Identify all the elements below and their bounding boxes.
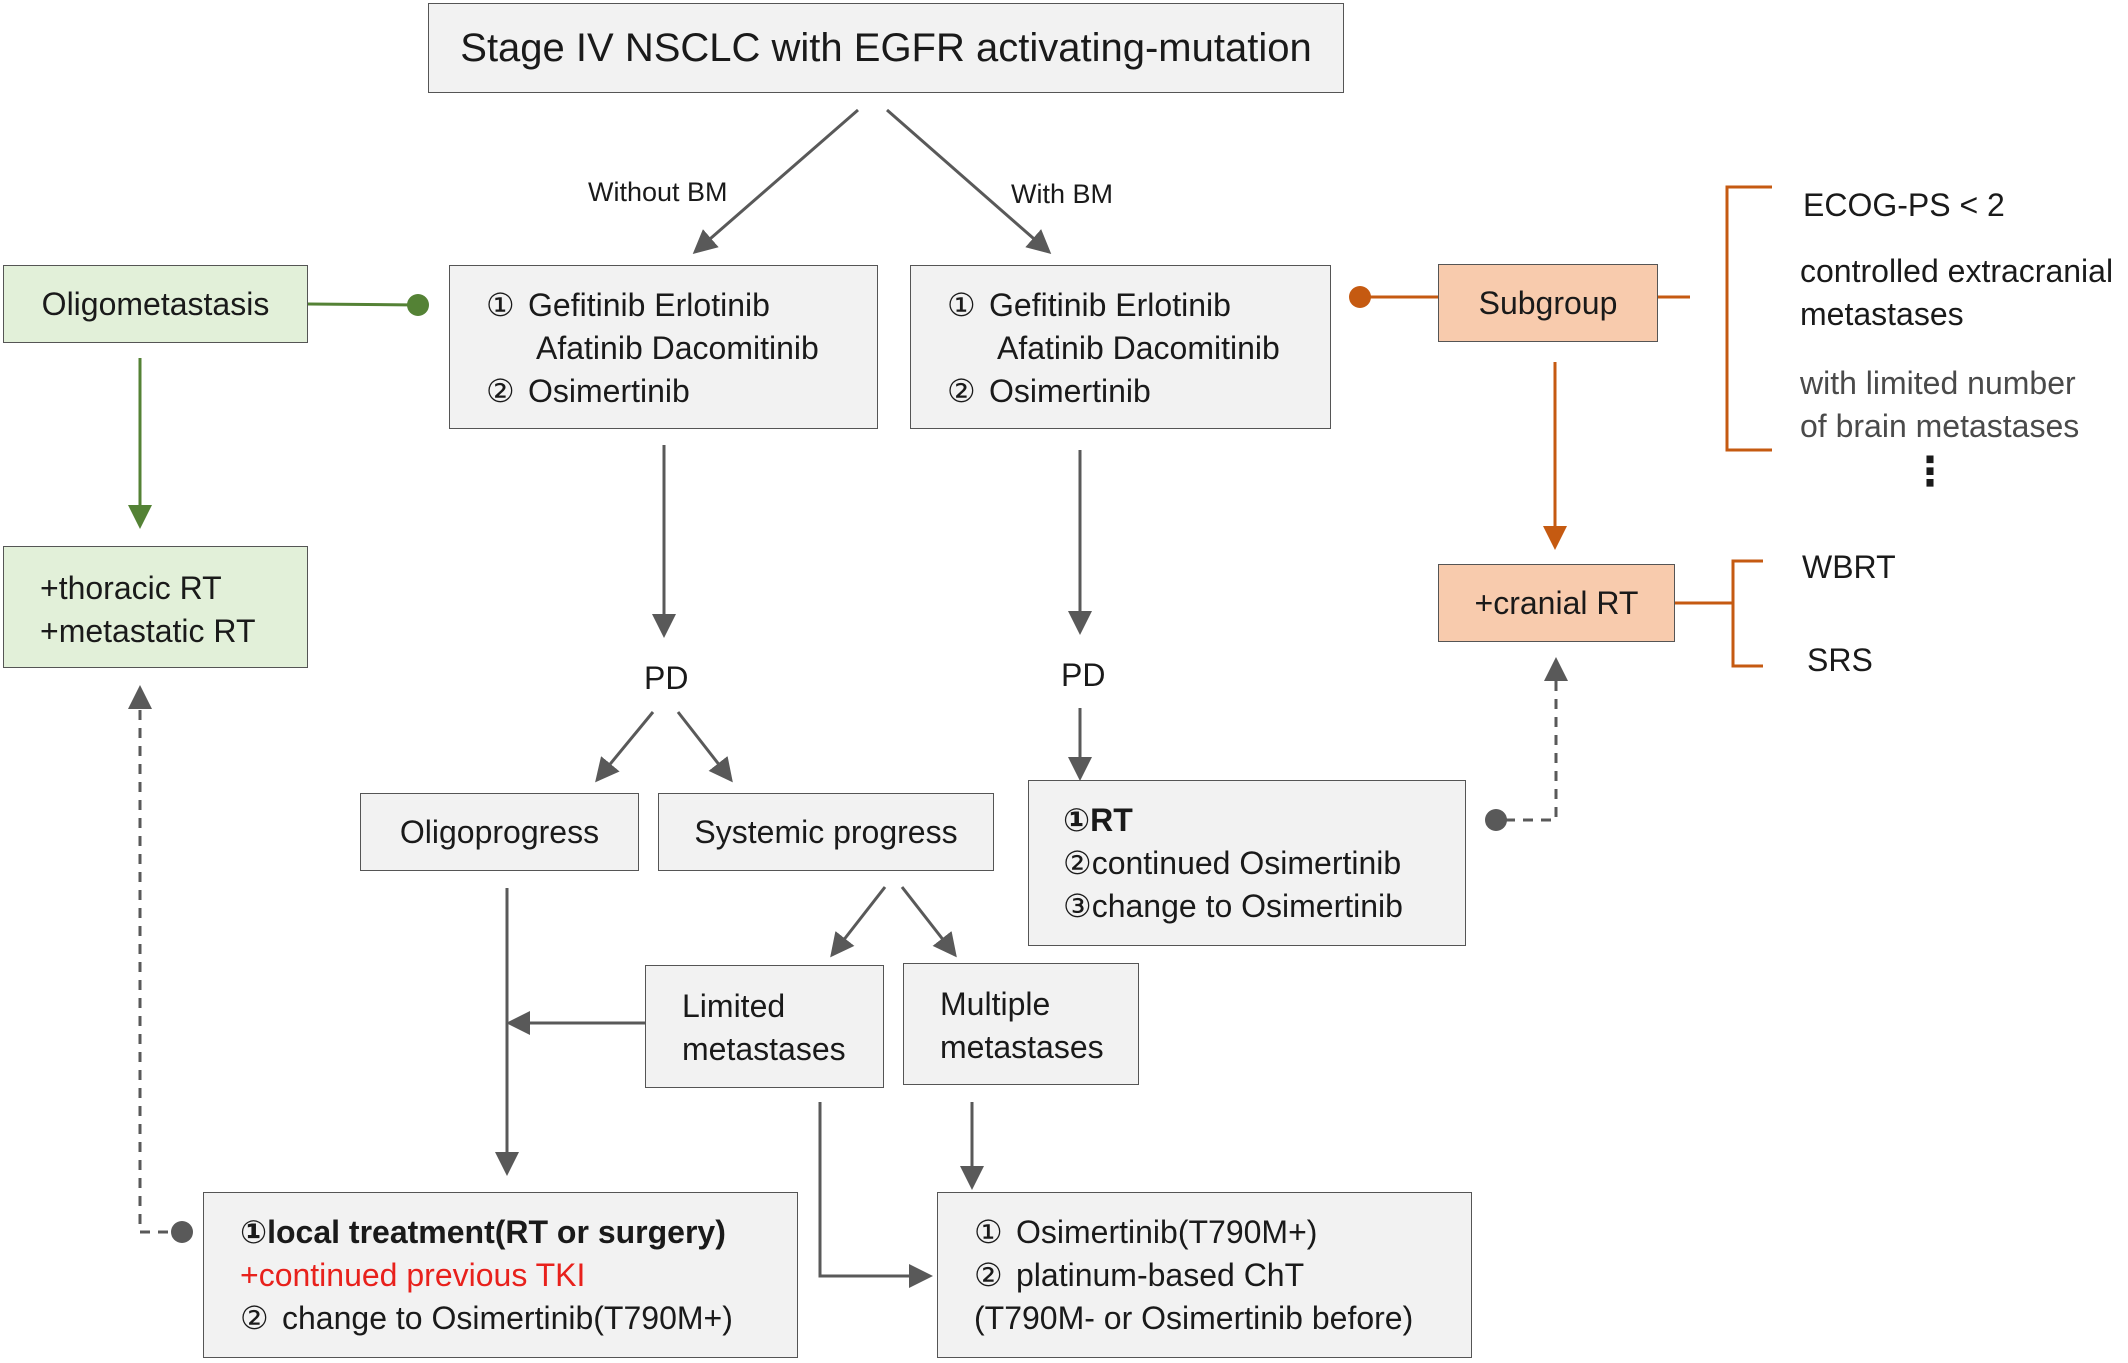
- thoracic-rt-text: +thoracic RT: [40, 570, 222, 606]
- green-connector-oligometastasis: [307, 302, 419, 307]
- subgroup-label: Subgroup: [1478, 284, 1618, 321]
- multiple-metastases-box: Multiple metastases: [903, 963, 1139, 1085]
- pd-left-label: PD: [644, 660, 689, 696]
- local-line3: ② change to Osimertinib(T790M+): [240, 1297, 797, 1340]
- circled-number: ①: [486, 287, 515, 323]
- drug-names: Osimertinib: [989, 373, 1151, 409]
- drug-names: Gefitinib Erlotinib: [989, 287, 1231, 323]
- cranial-bracket: [1731, 559, 1763, 668]
- limited-metastases-box: Limited metastases: [645, 965, 884, 1088]
- edge-label-without-bm: Without BM: [588, 177, 728, 207]
- arrow-pd-to-oligoprogress: [595, 711, 655, 783]
- pd-right-label: PD: [1061, 657, 1106, 693]
- criterion-brain-line2: of brain metastases: [1800, 408, 2080, 444]
- limited-line1: Limited: [682, 988, 786, 1024]
- oligometastasis-box: Oligometastasis: [3, 265, 308, 343]
- local-treatment-box: ①local treatment(RT or surgery) +continu…: [203, 1192, 798, 1358]
- circled-number: ②: [947, 373, 976, 409]
- continued-osimertinib-text: continued Osimertinib: [1091, 845, 1402, 881]
- local-treatment-text: local treatment(RT or surgery): [267, 1214, 726, 1250]
- arrow-title-to-with-bm: [886, 108, 1052, 254]
- diagram-title: Stage IV NSCLC with EGFR activating-muta…: [460, 25, 1312, 70]
- systemic-line3: (T790M- or Osimertinib before): [974, 1300, 1414, 1336]
- connector-dot-bm-rt: [1485, 809, 1507, 831]
- systemic-line1: ① Osimertinib(T790M+): [974, 1211, 1471, 1254]
- multiple-line1: Multiple: [940, 986, 1051, 1022]
- tki-left-line3: ② Osimertinib: [486, 370, 877, 413]
- oligoprogress-label: Oligoprogress: [399, 813, 600, 850]
- circled-number: ②: [974, 1257, 1003, 1293]
- criterion-brain-line1: with limited number: [1800, 365, 2076, 401]
- connector-dot-local: [171, 1221, 193, 1243]
- osimertinib-text: Osimertinib(T790M+): [1016, 1214, 1318, 1250]
- option-srs: SRS: [1807, 642, 1873, 678]
- arrow-systemic-to-limited: [830, 886, 887, 958]
- dashed-arrow-local-to-oligo-rt: [128, 685, 168, 1234]
- circled-number: ②: [240, 1300, 269, 1336]
- tki-without-bm-box: ① Gefitinib Erlotinib Afatinib Dacomitini…: [449, 265, 878, 429]
- circled-number: ①: [974, 1214, 1003, 1250]
- oligoprogress-box: Oligoprogress: [360, 793, 639, 871]
- tki-right-line2: Afatinib Dacomitinib: [997, 330, 1280, 366]
- circled-number: ①: [240, 1214, 268, 1250]
- bm-line3: ③change to Osimertinib: [1063, 885, 1465, 928]
- arrow-title-to-without-bm: [692, 108, 859, 254]
- local-line2: +continued previous TKI: [240, 1257, 586, 1293]
- oligo-rt-box: +thoracic RT +metastatic RT: [3, 546, 308, 668]
- bm-line1: ①RT: [1063, 799, 1465, 842]
- bm-treatment-box: ①RT ②continued Osimertinib ③change to Os…: [1028, 780, 1466, 946]
- dashed-arrow-bm-rt-to-cranial-rt: [1505, 657, 1568, 822]
- cranial-rt-label: +cranial RT: [1474, 584, 1639, 621]
- green-connector-dot: [407, 294, 429, 316]
- systemic-progress-label: Systemic progress: [694, 813, 958, 850]
- tki-right-line1: ① Gefitinib Erlotinib: [947, 284, 1330, 327]
- systemic-progress-box: Systemic progress: [658, 793, 994, 871]
- criterion-ecog: ECOG-PS < 2: [1803, 187, 2005, 223]
- limited-line2: metastases: [682, 1031, 846, 1067]
- local-line1: ①local treatment(RT or surgery): [240, 1211, 797, 1254]
- bm-line2: ②continued Osimertinib: [1063, 842, 1465, 885]
- drug-names: Gefitinib Erlotinib: [528, 287, 770, 323]
- oligometastasis-label: Oligometastasis: [41, 285, 270, 322]
- option-wbrt: WBRT: [1802, 549, 1896, 585]
- cranial-rt-box: +cranial RT: [1438, 564, 1675, 642]
- drug-names: Osimertinib: [528, 373, 690, 409]
- circled-number: ③: [1063, 888, 1092, 924]
- orange-connector-dot: [1349, 286, 1371, 308]
- circled-number: ②: [1063, 845, 1092, 881]
- circled-number: ①: [1063, 802, 1091, 838]
- metastatic-rt-text: +metastatic RT: [40, 613, 256, 649]
- change-osimertinib-text: change to Osimertinib: [1091, 888, 1403, 924]
- systemic-line2: ② platinum-based ChT: [974, 1254, 1471, 1297]
- subgroup-bracket: [1725, 185, 1772, 452]
- multiple-line2: metastases: [940, 1029, 1104, 1065]
- circled-number: ①: [947, 287, 976, 323]
- criterion-extracranial-line2: metastases: [1800, 296, 1964, 332]
- systemic-treatment-box: ① Osimertinib(T790M+) ② platinum-based ChT…: [937, 1192, 1472, 1358]
- title-box: Stage IV NSCLC with EGFR activating-muta…: [428, 3, 1344, 93]
- change-osimertinib-text: change to Osimertinib(T790M+): [282, 1300, 733, 1336]
- cht-text: platinum-based ChT: [1016, 1257, 1305, 1293]
- rt-text: RT: [1090, 802, 1133, 838]
- tki-left-line1: ① Gefitinib Erlotinib: [486, 284, 877, 327]
- subgroup-box: Subgroup: [1438, 264, 1658, 342]
- more-criteria-ellipsis: ⋮: [1910, 450, 1950, 494]
- arrow-systemic-to-multiple: [900, 886, 957, 958]
- arrow-limited-to-systemic-treatment: [818, 1102, 933, 1288]
- tki-with-bm-box: ① Gefitinib Erlotinib Afatinib Dacomitini…: [910, 265, 1331, 429]
- edge-label-with-bm: With BM: [1011, 179, 1114, 209]
- tki-right-line3: ② Osimertinib: [947, 370, 1330, 413]
- circled-number: ②: [486, 373, 515, 409]
- criterion-extracranial-line1: controlled extracranial: [1800, 253, 2114, 289]
- arrow-pd-to-systemic: [676, 711, 733, 783]
- tki-left-line2: Afatinib Dacomitinib: [536, 330, 819, 366]
